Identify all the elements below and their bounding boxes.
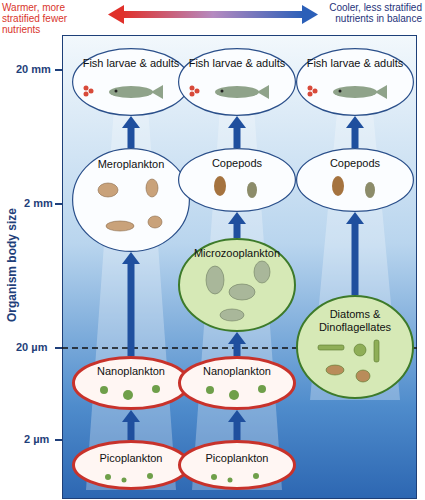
energy-flow-arrow bbox=[122, 410, 140, 440]
node-label: Fish larvae & adults bbox=[182, 57, 292, 70]
meroplankton-drawings bbox=[98, 179, 162, 231]
axis-title: Organism body size bbox=[5, 165, 19, 365]
axis-ticks bbox=[55, 70, 62, 440]
energy-flow-arrow bbox=[122, 116, 140, 148]
node-label: Copepods bbox=[305, 157, 405, 170]
energy-flow-arrow bbox=[122, 252, 140, 356]
ellipse-outline bbox=[178, 440, 296, 490]
energy-flow-arrow bbox=[346, 212, 364, 295]
size-tick: 2 mm bbox=[24, 197, 53, 209]
energy-flow-arrow bbox=[228, 332, 246, 356]
node-label: Fish larvae & adults bbox=[76, 57, 186, 70]
condition-note: Warmer, more stratified fewer nutrients bbox=[2, 2, 102, 35]
organism-ellipse: Picoplankton bbox=[72, 440, 190, 490]
node-label: Copepods bbox=[187, 157, 287, 170]
node-label: Diatoms & Dinoflagellates bbox=[310, 308, 400, 334]
light-beams bbox=[86, 80, 400, 490]
organism-ellipse: Meroplankton bbox=[72, 148, 190, 252]
organism-ellipse: Copepods bbox=[178, 148, 296, 212]
size-tick: 20 µm bbox=[16, 341, 47, 353]
organism-ellipse: Fish larvae & adults bbox=[72, 48, 190, 116]
energy-flow-arrow bbox=[228, 410, 246, 440]
energy-flow-arrow bbox=[228, 212, 246, 238]
gradient-double-arrow bbox=[108, 5, 318, 24]
organism-ellipse: Diatoms & Dinoflagellates bbox=[296, 295, 414, 399]
organism-ellipse: Picoplankton bbox=[178, 440, 296, 490]
ellipse-outline bbox=[72, 440, 190, 490]
node-label: Nanoplankton bbox=[187, 365, 287, 378]
condition-note: Cooler, less stratified nutrients in bal… bbox=[322, 2, 422, 24]
energy-flow-arrow bbox=[346, 116, 364, 148]
ellipse-outline bbox=[72, 356, 190, 410]
size-tick: 20 mm bbox=[16, 63, 51, 75]
organism-ellipse: Nanoplankton bbox=[72, 356, 190, 410]
ellipse-outline bbox=[178, 356, 296, 410]
node-label: Meroplankton bbox=[81, 158, 181, 171]
node-label: Fish larvae & adults bbox=[300, 57, 410, 70]
size-tick: 2 µm bbox=[24, 433, 49, 445]
copepod-drawings bbox=[214, 176, 375, 198]
microzooplankton-drawings bbox=[206, 261, 270, 321]
small-cell-drawings bbox=[100, 385, 266, 483]
organism-ellipse: Microzooplankton bbox=[178, 238, 296, 332]
node-label: Picoplankton bbox=[187, 452, 287, 465]
organism-ellipse: Copepods bbox=[296, 148, 414, 212]
node-label: Microzooplankton bbox=[182, 247, 292, 260]
energy-flow-arrow bbox=[228, 116, 246, 148]
diatom-drawings bbox=[318, 340, 379, 382]
organism-ellipse: Fish larvae & adults bbox=[178, 48, 296, 116]
organism-ellipse: Nanoplankton bbox=[178, 356, 296, 410]
node-label: Picoplankton bbox=[81, 452, 181, 465]
node-label: Nanoplankton bbox=[81, 365, 181, 378]
organism-ellipse: Fish larvae & adults bbox=[296, 48, 414, 116]
fish-drawings bbox=[84, 85, 388, 99]
